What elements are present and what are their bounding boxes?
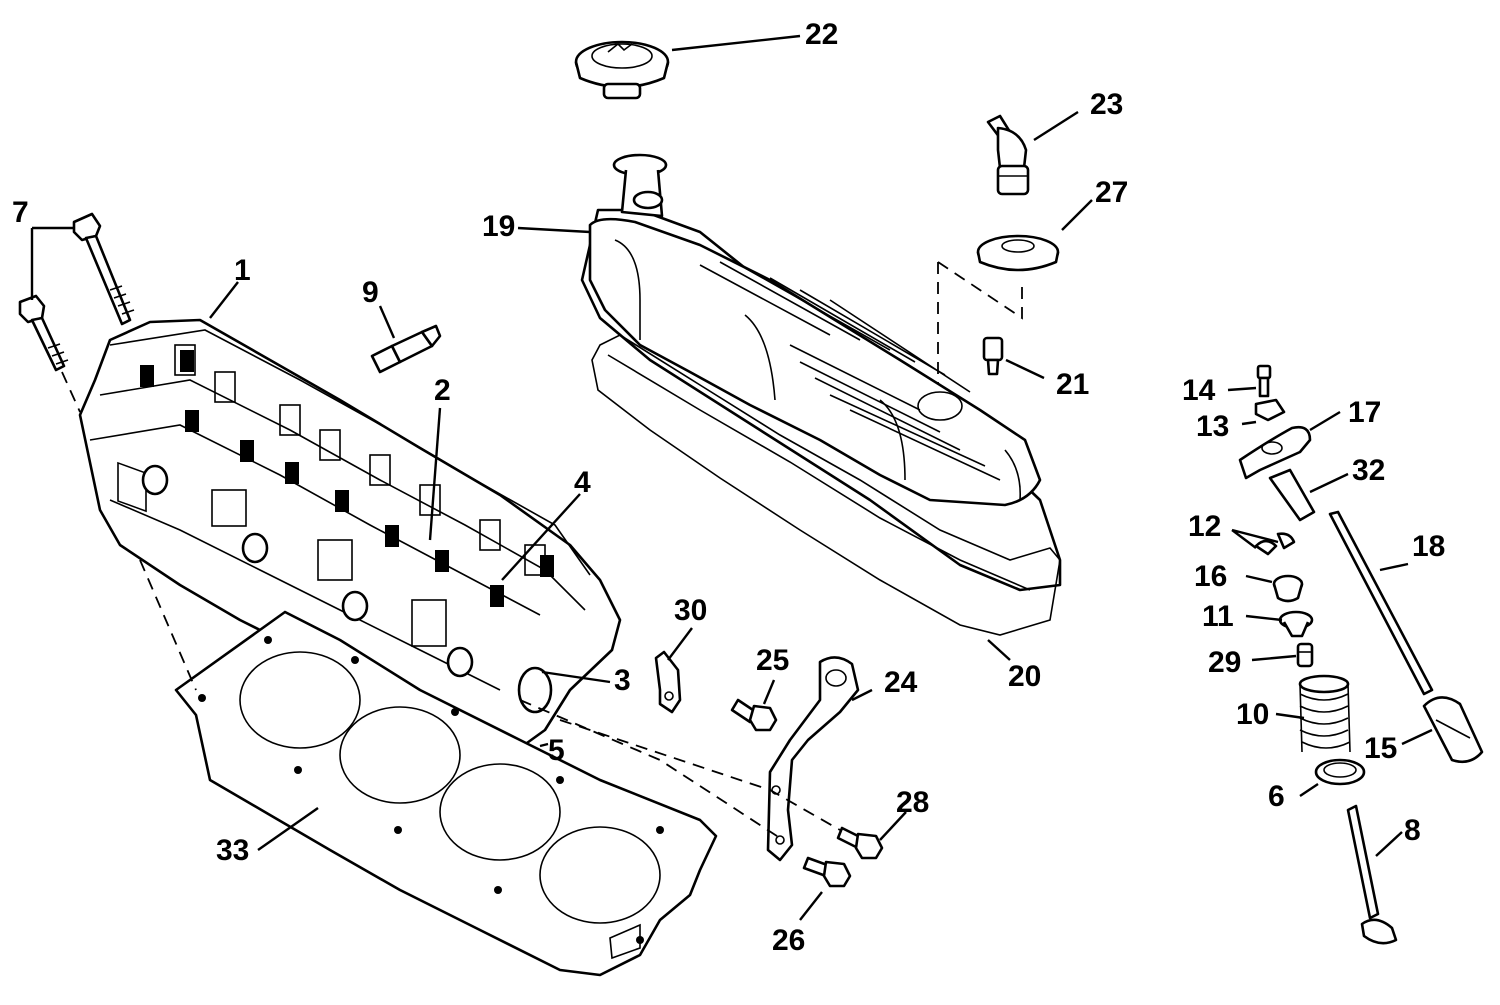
callout-24: 24 <box>884 666 918 699</box>
callout-33: 33 <box>216 834 249 867</box>
callout-17: 17 <box>1348 396 1381 429</box>
leader-lines <box>30 34 1433 921</box>
callout-4: 4 <box>574 466 591 499</box>
callout-30: 30 <box>674 594 707 627</box>
part-bolt-26 <box>802 856 852 888</box>
callout-labels: 22 23 27 19 7 1 9 21 2 14 13 17 32 4 12 … <box>12 18 1445 957</box>
part-shim-6 <box>1314 758 1366 786</box>
callout-22: 22 <box>805 18 838 51</box>
callout-21: 21 <box>1056 368 1089 401</box>
part-pcv-valve <box>986 114 1030 196</box>
part-valve-spring-10 <box>1298 674 1351 753</box>
assembly-line-gasket <box>139 559 197 691</box>
callout-12: 12 <box>1188 510 1221 543</box>
callout-9: 9 <box>362 276 379 309</box>
part-nut-13 <box>1254 398 1286 422</box>
callout-10: 10 <box>1236 698 1269 731</box>
callout-8: 8 <box>1404 814 1421 847</box>
callout-14: 14 <box>1182 374 1216 407</box>
callout-13: 13 <box>1196 410 1229 443</box>
part-rocker-arm-17 <box>1238 425 1312 480</box>
part-oil-filler-cap <box>574 40 670 100</box>
callout-26: 26 <box>772 924 805 957</box>
part-lifting-bracket <box>766 656 860 862</box>
part-seal-29 <box>1296 642 1314 668</box>
callout-25: 25 <box>756 644 789 677</box>
callout-19: 19 <box>482 210 515 243</box>
part-valve-cover-gasket <box>591 334 1061 636</box>
part-bolt-28 <box>836 826 884 860</box>
part-cap-11 <box>1278 610 1314 638</box>
part-lifter-15 <box>1422 696 1484 764</box>
part-bolt-25 <box>730 698 778 732</box>
part-cover-screw <box>982 336 1004 376</box>
callout-28: 28 <box>896 786 929 819</box>
part-guide-32 <box>1268 468 1316 522</box>
part-valve-keepers-12 <box>1254 532 1296 556</box>
part-pushrod-18 <box>1328 510 1434 696</box>
callout-6: 6 <box>1268 780 1285 813</box>
callout-7: 7 <box>12 196 29 229</box>
assembly-line-bolt <box>61 371 81 413</box>
part-rocker-stud-14 <box>1256 364 1272 398</box>
part-retainer-16 <box>1272 574 1304 603</box>
part-cylinder-head <box>78 318 622 750</box>
callout-18: 18 <box>1412 530 1445 563</box>
callout-32: 32 <box>1352 454 1385 487</box>
part-head-bolts <box>18 212 135 372</box>
callout-16: 16 <box>1194 560 1227 593</box>
callout-3: 3 <box>614 664 631 697</box>
callout-29: 29 <box>1208 646 1241 679</box>
callout-15: 15 <box>1364 732 1397 765</box>
callout-2: 2 <box>434 374 451 407</box>
callout-1: 1 <box>234 254 251 287</box>
part-spark-plug <box>370 324 442 374</box>
part-grommet <box>976 234 1060 272</box>
callout-20: 20 <box>1008 660 1041 693</box>
part-small-bracket <box>654 650 682 714</box>
callout-23: 23 <box>1090 88 1123 121</box>
part-valve-8 <box>1346 804 1398 945</box>
callout-11: 11 <box>1202 600 1234 633</box>
callout-5: 5 <box>548 734 565 767</box>
part-valve-cover <box>580 153 1062 592</box>
assembly-line-bracket <box>519 699 841 839</box>
callout-27: 27 <box>1095 176 1128 209</box>
